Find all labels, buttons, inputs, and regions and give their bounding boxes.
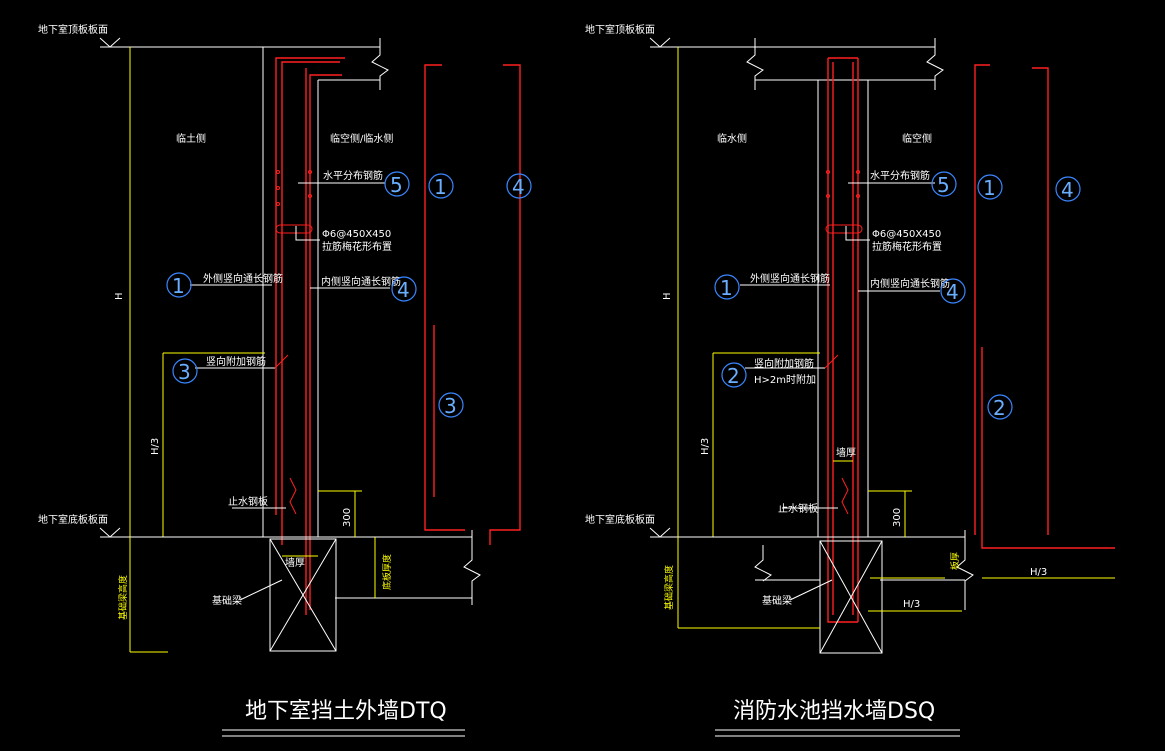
right-callout-4b-text: 4	[1061, 178, 1074, 202]
left-callout-3b-text: 3	[444, 394, 457, 418]
left-callout-5-text: 5	[390, 173, 403, 197]
left-found-beam-label: 基础梁	[212, 594, 242, 607]
right-wall-detail: 地下室顶板板面 H H/3 临水侧 临空侧 水平分布钢筋 5 Φ6@450X45…	[585, 23, 1115, 737]
right-dim-h3b: H/3	[903, 599, 920, 610]
right-pile-len: 基础梁高度	[663, 565, 675, 610]
left-callout-1-text: 1	[172, 274, 185, 298]
right-side-water: 临水侧	[717, 132, 747, 145]
left-callout-1b	[428, 173, 454, 199]
left-callout-3b	[438, 392, 464, 418]
right-callout-1b	[977, 174, 1003, 200]
left-bottom-slab-label: 地下室底板板面	[38, 513, 108, 526]
left-side-air: 临空侧/临水侧	[330, 132, 393, 145]
right-callout-2	[721, 362, 747, 388]
left-dim-h: H	[114, 292, 125, 300]
right-horiz-bar-label: 水平分布钢筋	[870, 169, 930, 182]
left-callout-4b-text: 4	[512, 175, 525, 199]
left-callout-4	[391, 276, 417, 302]
right-callout-2b-text: 2	[993, 396, 1006, 420]
right-callout-1	[714, 274, 740, 300]
left-callout-4b	[506, 173, 532, 199]
left-top-slab-label: 地下室顶板板面	[38, 23, 108, 36]
right-add-bar-label: 竖向附加钢筋	[754, 357, 814, 370]
left-callout-5	[384, 171, 410, 197]
left-dim-300: 300	[342, 508, 353, 527]
left-add-bar-label: 竖向附加钢筋	[206, 355, 266, 368]
right-dim-300: 300	[892, 508, 903, 527]
right-wall-thk-label: 墙厚	[836, 446, 856, 459]
right-side-air: 临空侧	[902, 132, 932, 145]
left-title: 地下室挡土外墙DTQ	[245, 699, 447, 724]
left-callout-1	[166, 272, 192, 298]
left-slab-thk: 底板厚度	[381, 554, 393, 590]
right-callout-4b	[1055, 176, 1081, 202]
right-dim-h3: H/3	[700, 438, 711, 455]
left-callout-3	[172, 358, 198, 384]
right-callout-2-text: 2	[727, 364, 740, 388]
left-callout-1b-text: 1	[434, 175, 447, 199]
right-callout-4	[940, 278, 966, 304]
right-tie-note: 拉筋梅花形布置	[872, 240, 942, 253]
right-callout-1-text: 1	[720, 276, 733, 300]
left-horiz-bar-label: 水平分布钢筋	[323, 169, 383, 182]
right-callout-5-text: 5	[937, 173, 950, 197]
right-add-bar-note: H>2m时附加	[754, 373, 816, 386]
right-outer-bar-label: 外侧竖向通长钢筋	[750, 272, 830, 285]
right-dim-h: H	[662, 292, 673, 300]
left-callout-4-text: 4	[397, 278, 410, 302]
left-tie-note: 拉筋梅花形布置	[322, 240, 392, 253]
left-dim-h3: H/3	[150, 438, 161, 455]
right-title: 消防水池挡水墙DSQ	[733, 699, 935, 724]
left-side-soil: 临土侧	[176, 132, 206, 145]
right-top-slab-label: 地下室顶板板面	[585, 23, 655, 36]
right-callout-1b-text: 1	[983, 176, 996, 200]
right-bottom-slab-label: 地下室底板板面	[585, 513, 655, 526]
left-tie-label: Φ6@450X450	[322, 229, 391, 240]
right-callout-5	[931, 171, 957, 197]
left-inner-bar-label: 内侧竖向通长钢筋	[321, 275, 401, 288]
left-callout-3-text: 3	[178, 360, 191, 384]
right-inner-bar-label: 内侧竖向通长钢筋	[870, 277, 950, 290]
right-waterstop-label: 止水钢板	[778, 502, 818, 515]
left-waterstop-label: 止水钢板	[228, 495, 268, 508]
left-wall-thk-label: 墙厚	[285, 556, 305, 569]
right-tie-label: Φ6@450X450	[872, 229, 941, 240]
left-outer-bar-label: 外侧竖向通长钢筋	[203, 272, 283, 285]
left-wall-detail: 地下室顶板板面 H H/3 临土侧 临空侧/临水侧 水平分布钢筋	[38, 23, 532, 737]
right-found-beam-label: 基础梁	[762, 594, 792, 607]
right-dim-h3c: H/3	[1030, 567, 1047, 578]
right-callout-4-text: 4	[946, 280, 959, 304]
right-callout-2b	[987, 394, 1013, 420]
right-slab-thk: 板厚	[949, 552, 961, 570]
left-pile-len: 基础梁高度	[117, 575, 129, 620]
